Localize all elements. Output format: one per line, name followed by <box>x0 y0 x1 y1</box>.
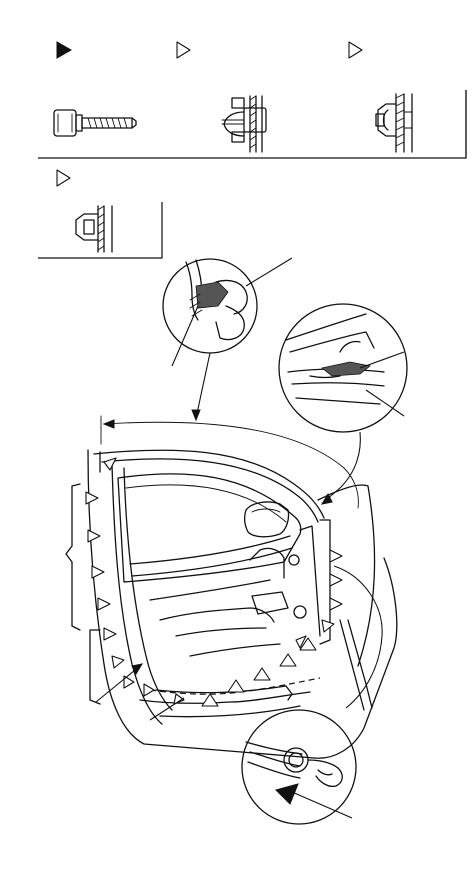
bolt-location-detail <box>241 709 357 825</box>
molding-clip-icon <box>75 205 113 253</box>
mirror-clip-detail <box>278 303 408 433</box>
trim-clip-icon <box>375 93 413 153</box>
callout-leader <box>149 697 185 721</box>
callout-leader <box>365 389 405 417</box>
callout-leader <box>95 665 141 703</box>
open-triangle-icon <box>348 41 363 59</box>
callout-leader <box>171 305 199 367</box>
clip-markers <box>85 457 343 707</box>
callout-leader <box>359 351 405 369</box>
push-clip-icon <box>221 95 267 153</box>
solid-triangle-icon <box>56 41 73 59</box>
open-triangle-icon <box>176 41 191 59</box>
legend-panel <box>38 90 467 159</box>
bolt-icon <box>53 109 137 137</box>
callout-leader <box>195 352 211 419</box>
weatherstrip-section-detail <box>162 258 258 354</box>
callout-leader <box>291 791 353 819</box>
open-triangle-icon <box>56 169 71 187</box>
callout-leader <box>245 257 293 287</box>
